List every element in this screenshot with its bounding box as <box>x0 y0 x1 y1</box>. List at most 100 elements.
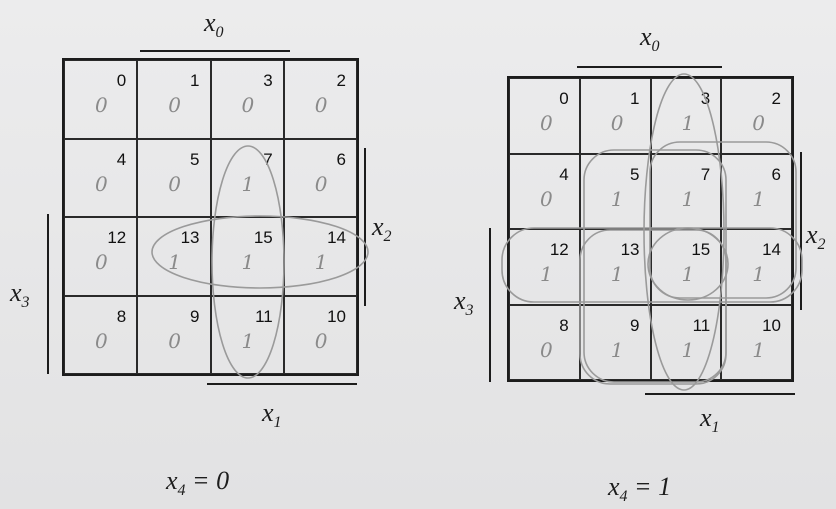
cell-index: 1 <box>190 71 200 90</box>
cell-value: 1 <box>540 262 553 286</box>
label-x2-left: x2 <box>372 212 392 246</box>
cell-index: 1 <box>630 89 640 108</box>
cell-value: 0 <box>168 328 181 353</box>
cell-index: 5 <box>190 149 200 169</box>
cell-value: 1 <box>241 328 255 353</box>
cell-value: 0 <box>168 93 181 117</box>
label-x1-right: x1 <box>700 403 720 437</box>
cell-index: 10 <box>762 315 781 335</box>
cell-value: 0 <box>540 337 553 362</box>
cell-value: 1 <box>610 262 624 286</box>
x1-bar-left <box>207 383 357 385</box>
cell-value: 0 <box>241 93 255 117</box>
cell-value: 1 <box>314 250 328 274</box>
cell-value: 1 <box>681 262 695 286</box>
cell-value: 1 <box>610 186 624 211</box>
cell-value: 0 <box>540 111 553 135</box>
cell-index: 2 <box>336 71 346 90</box>
cell-index: 12 <box>549 240 569 259</box>
cell-index: 12 <box>107 228 127 247</box>
caption-left: x4 = 0 <box>166 466 230 500</box>
cell-value: 1 <box>168 250 181 274</box>
cell-index: 4 <box>116 149 127 169</box>
cell-value: 1 <box>241 250 255 274</box>
x3-bar-right <box>489 228 491 382</box>
cell-index: 0 <box>116 71 127 90</box>
cell-index: 9 <box>190 306 200 326</box>
cell-value: 1 <box>752 186 765 211</box>
cell-value: 0 <box>168 171 181 196</box>
cell-index: 15 <box>253 228 273 247</box>
cell-index: 7 <box>700 164 711 184</box>
x0-bar-right <box>577 66 722 68</box>
label-x2-right: x2 <box>806 220 826 254</box>
cell-index: 11 <box>255 306 273 326</box>
label-x0-right: x0 <box>640 22 660 56</box>
cell-index: 3 <box>700 89 711 108</box>
cell-value: 0 <box>314 328 328 353</box>
cell-index: 13 <box>620 240 640 259</box>
cell-index: 6 <box>771 164 781 184</box>
cell-value: 0 <box>540 186 553 211</box>
cell-value: 1 <box>681 337 695 362</box>
cell-index: 8 <box>116 306 127 326</box>
cell-value: 0 <box>752 111 765 135</box>
cell-value: 0 <box>95 328 108 353</box>
label-x3-left: x3 <box>10 278 30 312</box>
cell-value: 1 <box>241 171 255 196</box>
cell-value: 1 <box>610 337 624 362</box>
cell-index: 7 <box>263 149 273 169</box>
cell-value: 0 <box>314 171 328 196</box>
cell-index: 0 <box>559 89 569 108</box>
cell-index: 14 <box>762 240 781 259</box>
cell-value: 1 <box>752 337 765 362</box>
cell-index: 11 <box>692 315 711 335</box>
cell-index: 15 <box>691 240 711 259</box>
cell-value: 0 <box>95 93 108 117</box>
cell-value: 0 <box>314 93 328 117</box>
cell-value: 1 <box>752 262 765 286</box>
cell-value: 0 <box>95 171 108 196</box>
cell-index: 4 <box>559 164 569 184</box>
cell-index: 8 <box>559 315 569 335</box>
x3-bar-left <box>47 214 49 374</box>
label-x0-left: x0 <box>204 8 224 42</box>
cell-value: 0 <box>95 250 108 274</box>
caption-right: x4 = 1 <box>608 472 672 506</box>
label-x1-left: x1 <box>262 398 282 432</box>
cell-index: 10 <box>327 306 346 326</box>
x1-bar-right <box>645 393 795 395</box>
